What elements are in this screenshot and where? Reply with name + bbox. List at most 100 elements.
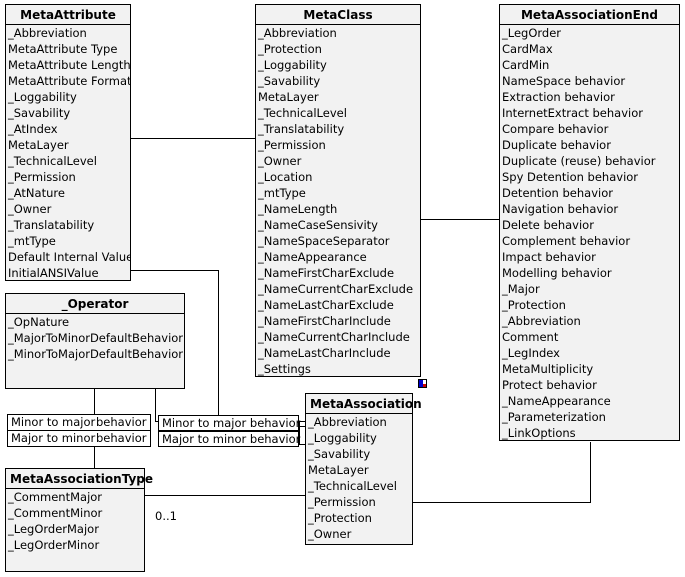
class-title-operator: _Operator — [6, 294, 184, 314]
class-box-operator[interactable]: _Operator _OpNature _MajorToMinorDefault… — [5, 293, 185, 389]
attribute-row: InitialANSIValue — [8, 266, 99, 280]
attribute-row: _LinkOptions — [502, 426, 576, 440]
attribute-row: _Loggability — [308, 431, 377, 445]
attribute-row: Spy Detention behavior — [502, 170, 639, 184]
attribute-row: _mtType — [258, 186, 306, 200]
attribute-row: _Protection — [502, 298, 566, 312]
attribute-row: Delete behavior — [502, 218, 594, 232]
connector-operator-to-association-seg4 — [299, 421, 300, 445]
attribute-row: _Translatability — [258, 122, 345, 136]
attribute-row: _LegOrder — [502, 26, 562, 40]
attribute-row: Impact behavior — [502, 250, 596, 264]
attribute-row: _Translatability — [8, 218, 95, 232]
attribute-row: NameSpace behavior — [502, 74, 626, 88]
resize-handle[interactable] — [418, 379, 427, 388]
label-row: Major to minor behavior — [8, 430, 150, 446]
class-attributes-metaassociationend: _LegOrder CardMax CardMin NameSpace beha… — [500, 25, 679, 441]
attribute-row: _AtNature — [8, 186, 65, 200]
association-label-operator-right-row2[interactable]: Major to minor behavior — [158, 431, 301, 447]
attribute-row: _Savability — [8, 106, 71, 120]
attribute-row: _MajorToMinorDefaultBehavior — [8, 331, 184, 345]
class-title-metaattribute: MetaAttribute — [6, 5, 130, 25]
attribute-row: MetaLayer — [258, 90, 319, 104]
connector-attribute-to-association-seg2 — [218, 270, 219, 426]
attribute-row: _Location — [258, 170, 313, 184]
connector-association-type-to-association — [145, 495, 306, 496]
attribute-row: _mtType — [8, 234, 56, 248]
class-box-metaattribute[interactable]: MetaAttribute _Abbreviation MetaAttribut… — [5, 4, 131, 281]
connector-association-to-association-end-seg1 — [413, 502, 591, 503]
class-title-metaclass: MetaClass — [256, 5, 420, 25]
attribute-row: MetaLayer — [308, 463, 369, 477]
attribute-row: _TechnicalLevel — [8, 154, 97, 168]
attribute-row: _Abbreviation — [8, 26, 87, 40]
handle-blue-marker — [419, 380, 423, 387]
attribute-row: _Owner — [308, 527, 352, 541]
multiplicity-label-0-1: 0..1 — [155, 509, 177, 523]
attribute-row: CardMin — [502, 58, 550, 72]
class-box-metaassociation[interactable]: MetaAssociation _Abbreviation _Loggabili… — [305, 393, 422, 545]
attribute-row: _Savability — [258, 74, 321, 88]
attribute-row: _Abbreviation — [502, 314, 581, 328]
attribute-row: _NameLastCharInclude — [258, 346, 391, 360]
connector-association-to-association-end-seg2 — [590, 442, 591, 502]
attribute-row: _Permission — [308, 495, 376, 509]
attribute-row: Detention behavior — [502, 186, 613, 200]
attribute-row: _TechnicalLevel — [308, 479, 397, 493]
attribute-row: Protect behavior — [502, 378, 597, 392]
connector-attribute-to-association-seg1 — [131, 270, 219, 271]
class-attributes-metaclass: _Abbreviation _Protection _Loggability _… — [256, 25, 420, 377]
attribute-row: _Abbreviation — [308, 415, 387, 429]
attribute-row: Compare behavior — [502, 122, 609, 136]
attribute-row: MetaLayer — [8, 138, 69, 152]
attribute-row: _NameAppearance — [258, 250, 367, 264]
label-row: Major to minor behavior — [162, 432, 301, 446]
attribute-row: MetaAttribute Length — [8, 58, 130, 72]
attribute-row: _LegIndex — [502, 346, 560, 360]
attribute-row: _AtIndex — [8, 122, 58, 136]
class-title-metaassociationtype: MetaAssociationType — [6, 469, 153, 489]
class-attributes-operator: _OpNature _MajorToMinorDefaultBehavior _… — [6, 314, 184, 362]
attribute-row: _Major — [502, 282, 540, 296]
attribute-row: Complement behavior — [502, 234, 631, 248]
attribute-row: _Loggability — [258, 58, 327, 72]
attribute-row: _Permission — [8, 170, 76, 184]
class-box-metaclass[interactable]: MetaClass _Abbreviation _Protection _Log… — [255, 4, 421, 377]
association-label-operator-right-row1[interactable]: Minor to major behavior — [158, 415, 301, 431]
attribute-row: Default Internal Value — [8, 250, 130, 264]
class-box-metaassociationend[interactable]: MetaAssociationEnd _LegOrder CardMax Car… — [499, 4, 680, 441]
attribute-row: _Protection — [258, 42, 322, 56]
attribute-row: _Savability — [308, 447, 371, 461]
attribute-row: _OpNature — [8, 315, 70, 329]
attribute-row: _NameAppearance — [502, 394, 611, 408]
attribute-row: Duplicate behavior — [502, 138, 611, 152]
attribute-row: Extraction behavior — [502, 90, 615, 104]
attribute-row: _NameFirstCharInclude — [258, 314, 391, 328]
connector-attribute-to-class — [131, 138, 255, 139]
label-row-part-1: Major to minor — [11, 431, 96, 445]
attribute-row: _Settings — [258, 362, 311, 376]
attribute-row: _LegOrderMajor — [8, 522, 99, 536]
association-label-operator-left[interactable]: Minor to major behavior Major to minor b… — [7, 414, 151, 447]
attribute-row: Duplicate (reuse) behavior — [502, 154, 656, 168]
attribute-row: CardMax — [502, 42, 553, 56]
class-attributes-metaassociationtype: _CommentMajor _CommentMinor _LegOrderMaj… — [6, 489, 144, 553]
class-box-metaassociationtype[interactable]: MetaAssociationType _CommentMajor _Comme… — [5, 468, 153, 572]
class-attributes-metaassociation: _Abbreviation _Loggability _Savability M… — [306, 414, 412, 542]
attribute-row: _Owner — [258, 154, 302, 168]
attribute-row: Modelling behavior — [502, 266, 612, 280]
label-row-part-2: behavior — [96, 431, 147, 445]
class-title-metaassociation: MetaAssociation — [306, 394, 422, 414]
label-row-part-2: behavior — [96, 415, 147, 429]
attribute-row: MetaAttribute Type — [8, 42, 118, 56]
attribute-row: _MinorToMajorDefaultBehavior — [8, 347, 184, 361]
attribute-row: _Parameterization — [502, 410, 606, 424]
connector-operator-to-association-seg3 — [299, 444, 306, 445]
label-row: Minor to major behavior — [162, 416, 301, 430]
attribute-row: _Loggability — [8, 90, 77, 104]
attribute-row: _Permission — [258, 138, 326, 152]
class-title-metaassociationend: MetaAssociationEnd — [500, 5, 679, 25]
attribute-row: _NameCurrentCharInclude — [258, 330, 410, 344]
attribute-row: Navigation behavior — [502, 202, 619, 216]
